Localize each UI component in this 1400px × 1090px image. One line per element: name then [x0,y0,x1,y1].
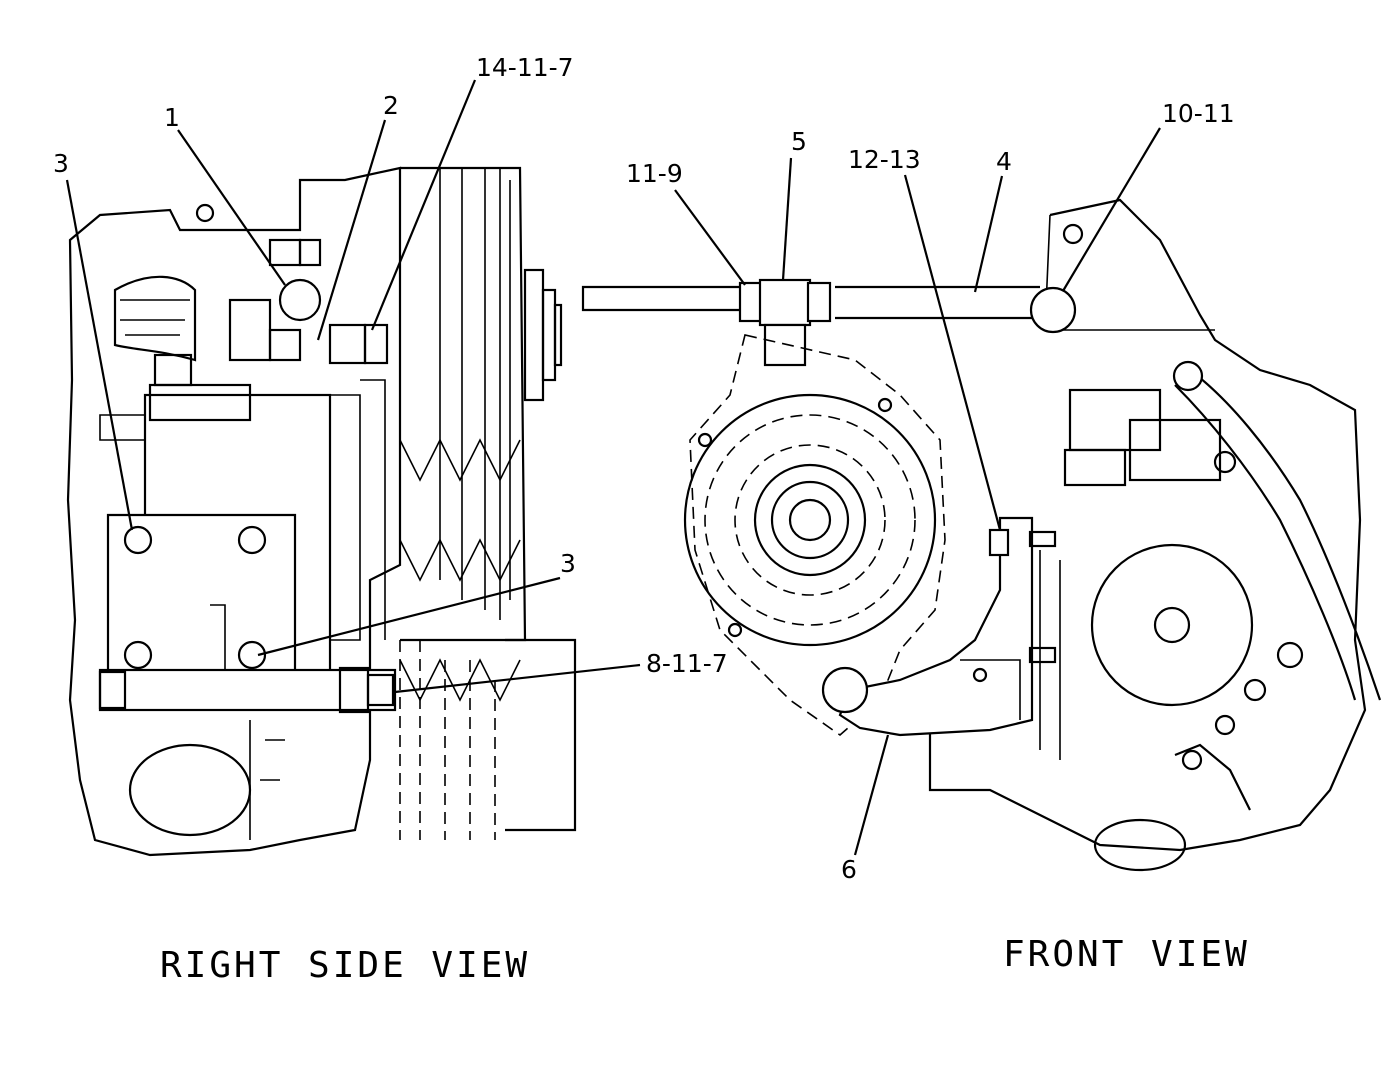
callout-12-13: 12-13 [848,145,921,174]
callout-3-top: 3 [53,149,69,178]
right-side-view-drawing [66,166,577,857]
callout-4: 4 [996,147,1012,176]
right-side-view-title: RIGHT SIDE VIEW [160,945,530,986]
callout-3-bottom: 3 [560,549,576,578]
callout-6: 6 [841,855,857,884]
bolt-head-front [1029,286,1077,334]
callout-10-11: 10-11 [1162,99,1235,128]
front-view-title: FRONT VIEW [1003,934,1250,975]
callout-14-11-7: 14-11-7 [476,53,574,82]
callout-labels: 1 2 14-11-7 3 3 8-11-7 11-9 5 12-13 4 10… [53,53,1235,884]
front-view-drawing [581,198,1382,872]
callout-2: 2 [383,91,399,120]
callout-8-11-7: 8-11-7 [646,649,728,678]
callout-5: 5 [791,127,807,156]
leader-lines [65,79,1161,856]
callout-1: 1 [164,103,180,132]
callout-11-9: 11-9 [626,159,683,188]
